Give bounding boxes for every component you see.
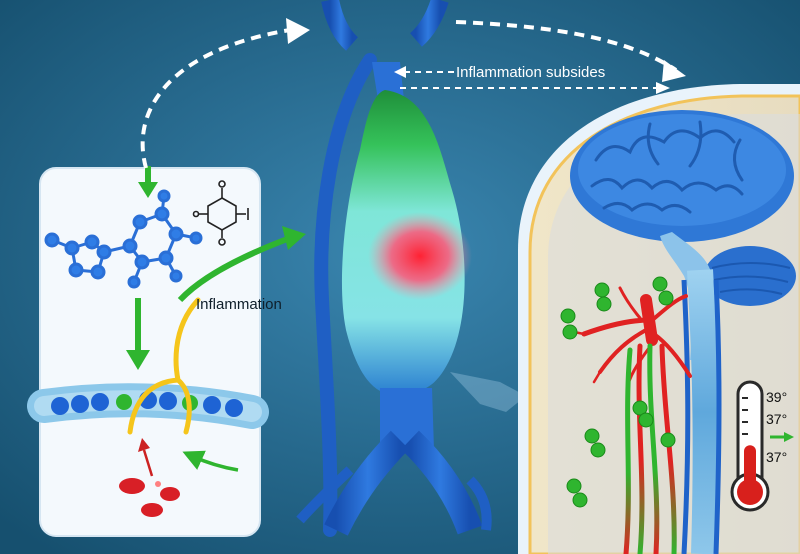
inflammation-hotspot	[368, 212, 472, 300]
right-arrow-icon	[770, 432, 794, 442]
blood-vessel	[296, 0, 492, 554]
descending-vessels	[623, 343, 677, 554]
small-green-arrow	[182, 450, 239, 472]
molecule-icon	[44, 189, 203, 289]
red-blood-cells	[119, 478, 180, 517]
molecular-panel	[27, 166, 269, 537]
small-red-arrow	[142, 449, 154, 477]
green-particles	[560, 276, 676, 508]
green-curved-arrow	[177, 235, 292, 303]
dashed-arrow-left	[140, 28, 291, 169]
inflammation-label: Inflammation	[196, 296, 282, 313]
nerve-fibre	[127, 297, 201, 435]
temp-reading-low: 37°	[766, 449, 787, 465]
chemical-structure-icon	[192, 180, 249, 246]
red-vessel-tree	[572, 286, 692, 386]
faint-arrow	[450, 372, 526, 412]
down-arrow-top	[138, 166, 158, 198]
temp-reading-high: 39°	[766, 389, 787, 405]
inflammation-subsides-label: Inflammation subsides	[456, 64, 605, 81]
dashed-arrow-right	[455, 20, 678, 72]
temp-reading-mid: 37°	[766, 411, 787, 427]
down-arrow-middle	[126, 298, 150, 370]
vessel-wall	[27, 383, 269, 429]
spinal-vessels	[681, 269, 722, 554]
thermometer-icon	[730, 380, 770, 512]
brain	[570, 110, 796, 360]
